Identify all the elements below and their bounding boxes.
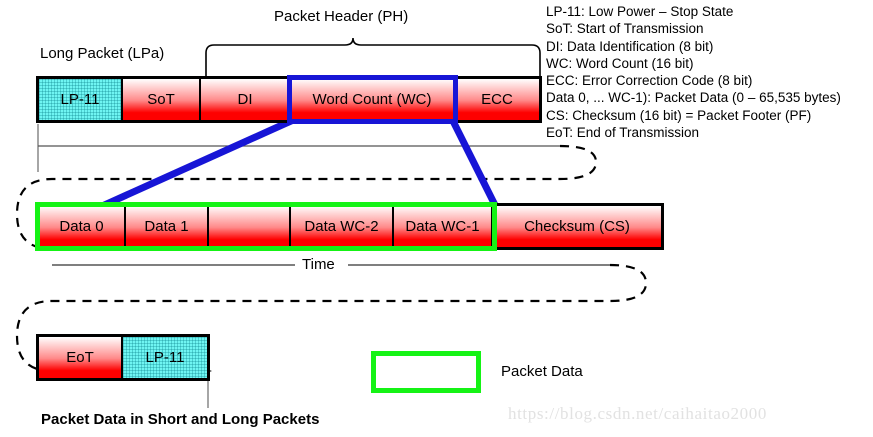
legend-item-cs: CS: Checksum (16 bit) = Packet Footer (P… [546, 107, 812, 123]
time-axis-label: Time [299, 256, 338, 273]
packet-header-label: Packet Header (PH) [274, 8, 409, 25]
row3-cell-eot: EoT [38, 336, 122, 379]
legend-item-wc: WC: Word Count (16 bit) [546, 55, 694, 71]
row1-cell-ecc: ECC [454, 78, 540, 121]
row2-cell-ellipsis [208, 205, 290, 248]
legend-item-data: Data 0, ... WC-1): Packet Data (0 – 65,5… [546, 90, 841, 106]
key-label-packet-data: Packet Data [501, 363, 583, 380]
row2-cell-checksum: Checksum (CS) [492, 205, 662, 248]
row1-cell-sot: SoT [122, 78, 200, 121]
row1-cell-lp11: LP-11 [38, 78, 122, 121]
legend-item-ecc: ECC: Error Correction Code (8 bit) [546, 73, 753, 89]
diagram-caption: Packet Data in Short and Long Packets [41, 411, 320, 428]
packet-data-highlight-box [35, 202, 497, 251]
wrap-connector-bottom [15, 263, 648, 373]
legend-item-eot: EoT: End of Transmission [546, 125, 700, 141]
legend-item-sot: SoT: Start of Transmission [546, 21, 704, 37]
abbreviation-legend: LP-11: Low Power – Stop State SoT: Start… [546, 3, 841, 141]
row2-cell-data-wc-1: Data WC-1 [393, 205, 492, 248]
row3-cell-lp11: LP-11 [122, 336, 208, 379]
callout-leg-right [448, 116, 502, 214]
packet-header-brace [205, 37, 541, 77]
word-count-highlight-box [287, 75, 458, 124]
callout-leg-left [95, 116, 296, 212]
long-packet-label: Long Packet (LPa) [40, 45, 165, 62]
row1-cell-wc: Word Count (WC) [290, 78, 454, 121]
key-swatch-packet-data [371, 351, 481, 393]
legend-item-di: DI: Data Identification (8 bit) [546, 38, 714, 54]
row1-cell-di: DI [200, 78, 290, 121]
watermark-text: https://blog.csdn.net/caihaitao2000 [508, 404, 767, 423]
row2-cell-data-wc-2: Data WC-2 [290, 205, 393, 248]
row3-outline [36, 334, 210, 381]
wrap-connector-top [15, 144, 598, 251]
legend-item-lp11: LP-11: Low Power – Stop State [546, 4, 734, 19]
